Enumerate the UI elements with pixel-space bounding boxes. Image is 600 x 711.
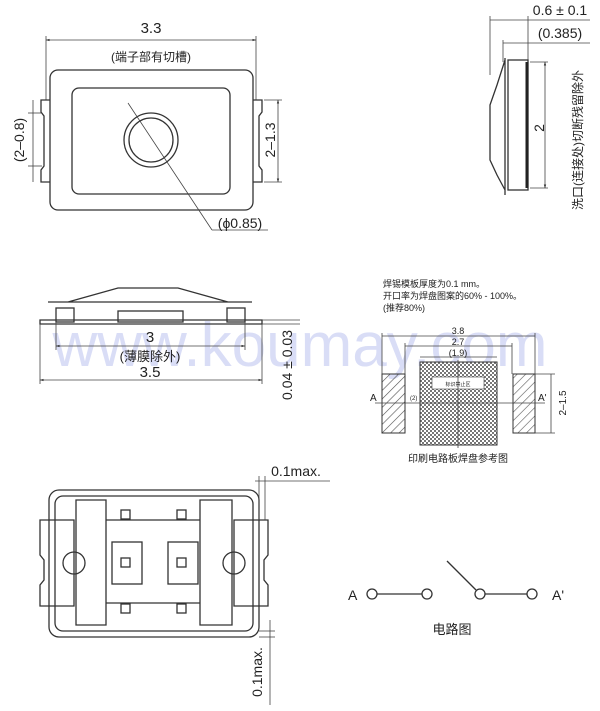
circuit-label-a-prime: A' [552,587,564,603]
front-view: 3 (薄膜除外) 3.5 0.04 ± 0.03 [39,287,300,400]
height-dim: 2 [531,124,547,132]
front-inner-note: (薄膜除外) [120,349,181,364]
circuit-diagram: A A' 电路图 [348,560,564,637]
top-view: 3.3 (端子部有切槽) (ϕ0.85) (2–0.8) 2–1.3 [11,20,282,231]
circuit-label-a: A [348,587,358,603]
pcb-note-1: 焊锡模板厚度为0.1 mm。 [383,278,485,289]
pcb-note-3: (推荐80%) [383,302,425,313]
side-tolerance: 0.1max. [249,647,265,697]
pcb-layout: 焊锡模板厚度为0.1 mm。 开口率为焊盘图案的60% - 100%。 (推荐8… [370,278,569,465]
pcb-side-label: (2) [410,396,417,402]
front-inner-dim: 3 [146,329,154,346]
side-view: 0.6 ± 0.1 (0.385) 2 洗口(连接处)切断残留除外 [489,2,590,210]
side-note: 洗口(连接处)切断残留除外 [570,70,585,210]
top-tolerance: 0.1max. [271,463,321,479]
pcb-label-a: A [370,393,377,404]
pcb-pad-dim: 2–1.5 [558,390,569,415]
bottom-view: 0.1max. 0.1max. [39,463,330,705]
inner-dim: (0.385) [538,25,582,41]
circuit-caption: 电路图 [432,622,471,637]
pcb-dim-inner: (1.9) [449,348,468,358]
front-outer-dim: 3.5 [140,364,161,381]
thickness-dim: 0.6 ± 0.1 [533,2,588,18]
pcb-dim-mid: 2.7 [452,337,465,347]
pcb-dim-outer: 3.8 [452,326,465,336]
pcb-label-a-prime: A' [538,393,547,404]
contact-marks [120,509,187,614]
hole-dim: (ϕ0.85) [218,215,262,231]
width-note: (端子部有切槽) [111,49,191,64]
flatness-dim: 0.04 ± 0.03 [279,330,295,400]
left-dim: (2–0.8) [11,118,27,162]
pcb-caption: 印刷电路板焊盘参考图 [408,452,508,465]
width-dim: 3.3 [141,20,162,37]
pcb-note-2: 开口率为焊盘图案的60% - 100%。 [383,290,522,301]
right-dim: 2–1.3 [262,122,278,157]
